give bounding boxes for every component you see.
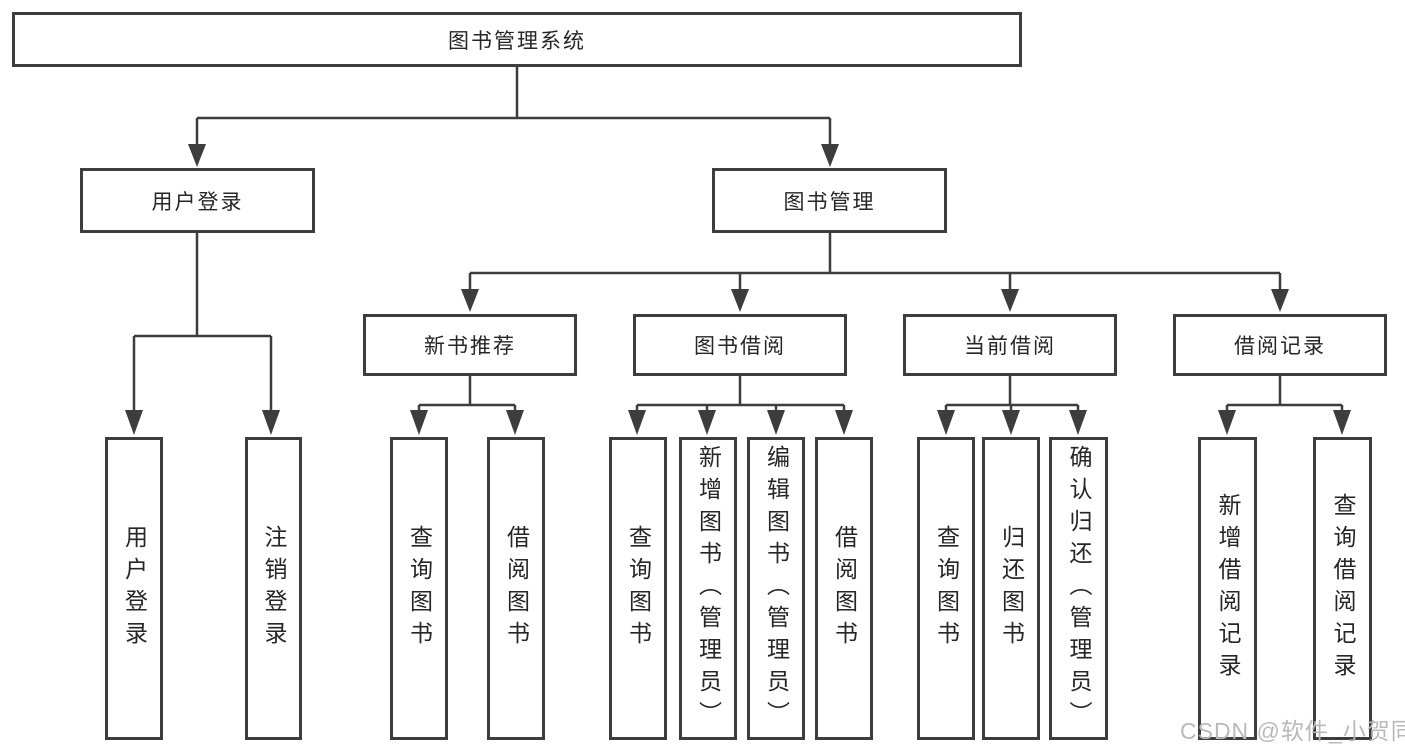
- leaf-query-borrow-record-label: 查询借阅记录: [1330, 492, 1356, 685]
- node-current-borrow-label: 当前借阅: [964, 335, 1056, 358]
- leaf-edit-book-admin-label: 编辑图书（管理员）: [763, 444, 790, 733]
- leaf-query-borrow-record: 查询借阅记录: [1313, 437, 1372, 740]
- leaf-borrow-books-recommend-label: 借阅图书: [503, 524, 530, 653]
- node-new-book-recommend: 新书推荐: [363, 314, 577, 376]
- node-root-label: 图书管理系统: [448, 29, 586, 53]
- leaf-query-books-borrow-label: 查询图书: [625, 524, 652, 653]
- leaf-return-books-label: 归还图书: [998, 524, 1025, 653]
- node-user-login-label: 用户登录: [151, 190, 244, 214]
- leaf-add-borrow-record-label: 新增借阅记录: [1215, 492, 1241, 685]
- leaf-add-borrow-record: 新增借阅记录: [1198, 437, 1257, 740]
- leaf-borrow-books-recommend: 借阅图书: [487, 437, 545, 740]
- leaf-logout-label: 注销登录: [261, 524, 287, 653]
- node-user-login: 用户登录: [80, 168, 315, 233]
- node-book-borrow-label: 图书借阅: [694, 335, 786, 358]
- leaf-borrow-books-label: 借阅图书: [831, 524, 858, 653]
- leaf-user-login: 用户登录: [105, 437, 163, 740]
- leaf-logout: 注销登录: [245, 437, 302, 740]
- leaf-confirm-return-admin: 确认归还（管理员）: [1049, 437, 1108, 740]
- leaf-add-book-admin: 新增图书（管理员）: [679, 437, 737, 740]
- leaf-confirm-return-admin-label: 确认归还（管理员）: [1066, 444, 1092, 733]
- leaf-edit-book-admin: 编辑图书（管理员）: [747, 437, 805, 740]
- leaf-query-books-borrow: 查询图书: [609, 437, 667, 740]
- node-borrow-records-label: 借阅记录: [1234, 335, 1326, 358]
- node-current-borrow: 当前借阅: [903, 314, 1117, 376]
- node-new-book-recommend-label: 新书推荐: [424, 335, 516, 358]
- leaf-borrow-books: 借阅图书: [815, 437, 873, 740]
- leaf-query-books-current-label: 查询图书: [933, 524, 960, 653]
- leaf-query-books-recommend-label: 查询图书: [406, 524, 433, 653]
- csdn-watermark: CSDN @软件_小贺同学: [1180, 718, 1405, 744]
- leaf-user-login-label: 用户登录: [121, 524, 148, 653]
- leaf-return-books: 归还图书: [982, 437, 1040, 740]
- leaf-query-books-current: 查询图书: [917, 437, 975, 740]
- node-borrow-records: 借阅记录: [1173, 314, 1387, 376]
- node-root-library-system: 图书管理系统: [12, 12, 1022, 67]
- arrowheads: [125, 144, 1351, 435]
- node-book-borrow: 图书借阅: [633, 314, 847, 376]
- node-book-management: 图书管理: [712, 168, 947, 233]
- node-book-management-label: 图书管理: [783, 190, 876, 214]
- leaf-query-books-recommend: 查询图书: [390, 437, 448, 740]
- leaf-add-book-admin-label: 新增图书（管理员）: [695, 444, 722, 733]
